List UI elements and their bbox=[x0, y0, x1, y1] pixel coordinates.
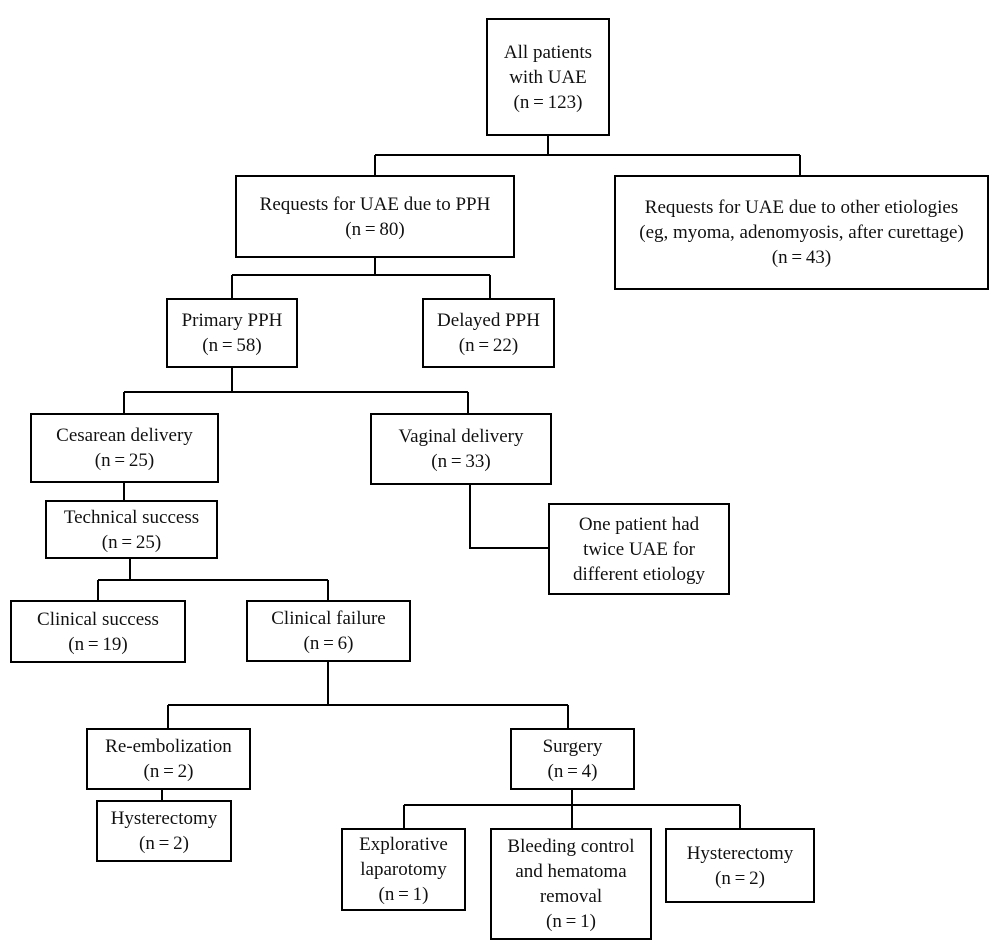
node-text-line: (n = 1) bbox=[546, 911, 596, 932]
node-re-embolization: Re-embolization (n = 2) bbox=[86, 728, 251, 790]
node-text-line: (n = 123) bbox=[513, 91, 583, 113]
node-text-line: (n = 22) bbox=[458, 335, 519, 356]
connector-vaginal-to-note bbox=[469, 485, 548, 549]
node-text-line: One patient had bbox=[578, 513, 700, 535]
node-text-line: and hematoma bbox=[515, 861, 627, 882]
node-text-line: with UAE bbox=[509, 66, 587, 88]
node-all-patients: All patients with UAE (n = 123) bbox=[486, 18, 610, 136]
node-vaginal-delivery: Vaginal delivery (n = 33) bbox=[370, 413, 552, 485]
node-surgery: Surgery (n = 4) bbox=[510, 728, 635, 790]
node-clinical-success: Clinical success (n = 19) bbox=[10, 600, 186, 663]
node-text-line: (n = 58) bbox=[202, 335, 262, 356]
node-cesarean-delivery: Cesarean delivery (n = 25) bbox=[30, 413, 219, 483]
node-text-line: Hysterectomy bbox=[110, 808, 218, 829]
connector-all-to-branches bbox=[374, 136, 801, 175]
node-text-line: Clinical success bbox=[37, 608, 159, 630]
node-text-line: (n = 2) bbox=[139, 833, 189, 854]
node-text-line: Hysterectomy bbox=[686, 842, 794, 864]
node-text-line: Delayed PPH bbox=[437, 310, 540, 331]
node-text-line: Explorative bbox=[359, 834, 448, 855]
node-hysterectomy-reembolization: Hysterectomy (n = 2) bbox=[96, 800, 232, 862]
node-text-line: (n = 6) bbox=[303, 633, 354, 654]
node-text-line: removal bbox=[539, 886, 603, 907]
connector-pph-to-branches bbox=[231, 258, 491, 298]
node-text-line: Cesarean delivery bbox=[56, 425, 193, 446]
node-clinical-failure: Clinical failure (n = 6) bbox=[246, 600, 411, 662]
node-text-line: laparotomy bbox=[360, 859, 447, 880]
node-text-line: (n = 25) bbox=[94, 450, 155, 471]
node-hysterectomy-surgery: Hysterectomy (n = 2) bbox=[665, 828, 815, 903]
node-bleeding-control: Bleeding control and hematoma removal (n = … bbox=[490, 828, 652, 940]
node-text-line: (n = 33) bbox=[431, 451, 491, 472]
connector-surgery-to-branches bbox=[403, 790, 741, 828]
node-text-line: All patients bbox=[503, 41, 593, 63]
node-text-line: Requests for UAE due to other etiologies bbox=[644, 197, 959, 218]
connector-failure-to-branches bbox=[167, 662, 569, 728]
node-text-line: different etiology bbox=[572, 563, 706, 585]
node-text-line: (n = 25) bbox=[101, 531, 162, 553]
node-text-line: (n = 2) bbox=[715, 867, 765, 889]
node-text-line: (n = 80) bbox=[345, 218, 405, 240]
node-text-line: twice UAE for bbox=[583, 538, 695, 560]
node-text-line: (n = 43) bbox=[771, 247, 832, 268]
node-text-line: Bleeding control bbox=[507, 836, 635, 857]
node-text-line: Requests for UAE due to PPH bbox=[259, 193, 491, 215]
node-text-line: (n = 1) bbox=[378, 884, 429, 905]
node-requests-other: Requests for UAE due to other etiologies… bbox=[614, 175, 989, 290]
connector-primary-to-branches bbox=[123, 368, 469, 413]
node-text-line: Surgery bbox=[542, 736, 603, 757]
node-text-line: Technical success bbox=[63, 506, 200, 528]
node-text-line: (n = 2) bbox=[143, 761, 194, 782]
node-requests-pph: Requests for UAE due to PPH (n = 80) bbox=[235, 175, 515, 258]
node-text-line: Primary PPH bbox=[181, 310, 283, 331]
node-text-line: (n = 19) bbox=[68, 633, 128, 655]
node-technical-success: Technical success (n = 25) bbox=[45, 500, 218, 559]
node-text-line: Vaginal delivery bbox=[398, 426, 524, 447]
node-primary-pph: Primary PPH (n = 58) bbox=[166, 298, 298, 368]
connector-technical-to-branches bbox=[97, 559, 329, 600]
node-explorative-laparotomy: Explorative laparotomy (n = 1) bbox=[341, 828, 466, 911]
node-twice-uae-note: One patient had twice UAE for different et… bbox=[548, 503, 730, 595]
node-text-line: (eg, myoma, adenomyosis, after curettage… bbox=[639, 222, 964, 243]
node-text-line: Clinical failure bbox=[271, 608, 386, 629]
node-text-line: Re-embolization bbox=[105, 736, 232, 757]
node-delayed-pph: Delayed PPH (n = 22) bbox=[422, 298, 555, 368]
node-text-line: (n = 4) bbox=[547, 761, 598, 782]
